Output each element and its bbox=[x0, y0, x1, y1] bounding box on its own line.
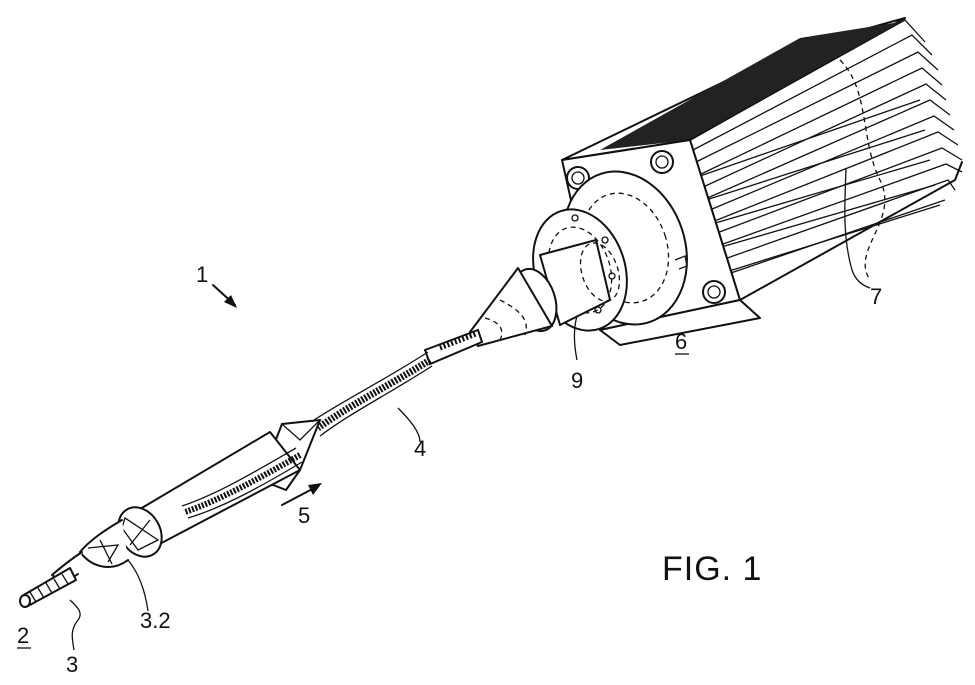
figure-caption: FIG. 1 bbox=[662, 550, 762, 588]
flexible-shaft bbox=[313, 328, 484, 443]
connector bbox=[512, 208, 628, 361]
label-shaft: 4 bbox=[414, 436, 426, 461]
label-head: 3 bbox=[66, 652, 78, 677]
label-tip: 2 bbox=[17, 623, 29, 648]
label-head-detail: 3.2 bbox=[140, 608, 171, 633]
head bbox=[19, 506, 163, 608]
label-housing: 6 bbox=[675, 329, 687, 354]
cone-adapter bbox=[469, 267, 553, 347]
label-heat-sink: 7 bbox=[870, 284, 882, 309]
leader-lines bbox=[69, 167, 871, 651]
heat-sink bbox=[561, 17, 963, 301]
label-device: 1 bbox=[196, 262, 208, 287]
label-direction: 5 bbox=[298, 503, 310, 528]
catheter-sleeve bbox=[129, 419, 322, 549]
label-connector: 9 bbox=[571, 368, 583, 393]
